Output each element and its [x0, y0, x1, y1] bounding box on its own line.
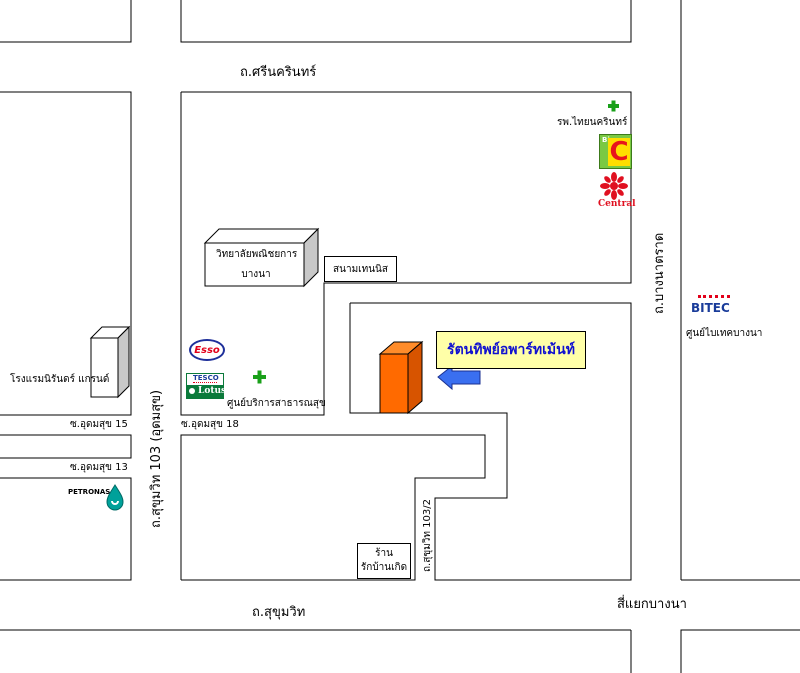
petronas-logo-icon: PETRONAS	[68, 484, 126, 512]
college-building	[203, 227, 320, 288]
tesco-lotus-logo-icon: TESCO Lotus	[186, 373, 227, 399]
road-label-sukhumvit: ถ.สุขุมวิท	[252, 605, 306, 620]
destination-label: รัตนทิพย์อพาร์ทเม้นท์	[436, 331, 586, 369]
tesco-logo-text: TESCO	[193, 374, 219, 382]
road-label-sukhumvit103-2: ถ.สุขุมวิท 103/2	[422, 499, 433, 572]
bigc-logo-letter: C	[608, 137, 630, 167]
hotel-label: โรงแรมนิรันดร์ แกรนด์	[10, 374, 110, 385]
hospital-cross-icon	[608, 100, 619, 112]
lotus-logo-text: Lotus	[198, 386, 227, 396]
bitec-logo-text: BITEC	[691, 301, 730, 315]
shop-box: ร้าน รักบ้านเกิด	[357, 543, 411, 579]
petronas-drop-icon	[106, 484, 124, 511]
central-logo-text: Central	[598, 199, 636, 209]
college-label-line2: บางนา	[241, 269, 271, 280]
bitec-center-label: ศูนย์ไบเทคบางนา	[686, 328, 763, 339]
road-label-udomsuk13: ซ.อุดมสุข 13	[70, 462, 128, 473]
hospital-label: รพ.ไทยนครินทร์	[557, 117, 628, 128]
road-label-sukhumvit103: ถ.สุขุมวิท 103 (อุดมสุข)	[149, 389, 164, 528]
arrow-icon	[437, 364, 481, 391]
road-label-srinakarin: ถ.ศรีนครินทร์	[240, 65, 317, 80]
esso-logo-icon: Esso	[189, 339, 225, 361]
bigc-logo-icon: Big C	[599, 134, 632, 169]
road-label-udomsuk18: ซ.อุดมสุข 18	[181, 419, 239, 430]
tesco-stripe	[193, 382, 217, 384]
central-logo-icon: Central	[596, 172, 636, 210]
tennis-court-label: สนามเทนนิส	[333, 263, 388, 275]
central-flower-icon	[600, 172, 628, 200]
health-center-cross-icon	[253, 370, 266, 384]
esso-logo-text: Esso	[194, 344, 220, 356]
tennis-court-box: สนามเทนนิส	[324, 256, 397, 282]
health-center-label: ศูนย์บริการสาธารณสุข	[227, 398, 326, 409]
petronas-logo-text: PETRONAS	[68, 488, 111, 496]
college-label-line1: วิทยาลัยพณิชยการ	[216, 249, 298, 260]
lotus-flower-icon	[189, 388, 195, 394]
shop-label-line2: รักบ้านเกิด	[360, 562, 408, 573]
lotus-band: Lotus	[187, 385, 227, 398]
road-label-udomsuk15: ซ.อุดมสุข 15	[70, 419, 128, 430]
road-label-bangna-trad: ถ.บางนาตราด	[652, 232, 667, 314]
bitec-logo-icon: BITEC	[691, 295, 737, 317]
shop-label-line1: ร้าน	[375, 548, 393, 559]
road-label-bangna-junction: สี่แยกบางนา	[617, 597, 687, 612]
destination-name: รัตนทิพย์อพาร์ทเม้นท์	[447, 342, 575, 358]
bitec-dots	[698, 295, 730, 301]
destination-building	[378, 340, 424, 415]
hotel-building	[89, 325, 131, 399]
